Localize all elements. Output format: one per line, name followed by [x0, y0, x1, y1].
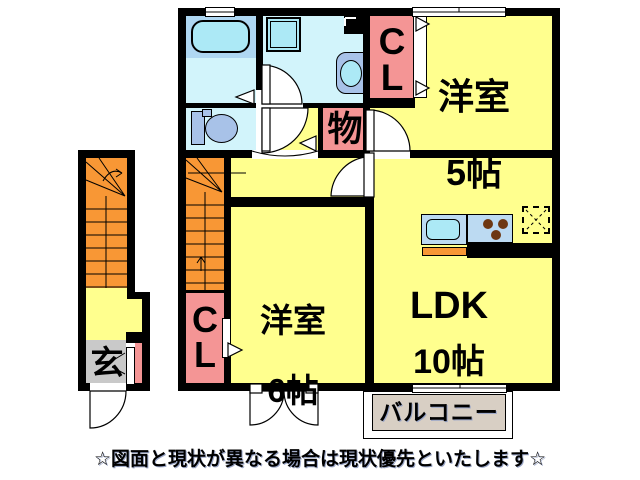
- kitchen-sink: [426, 219, 460, 240]
- label-west6-size: 6帖: [267, 372, 319, 409]
- wall-bath-toilet: [186, 103, 256, 108]
- wall-bath-wash: [256, 16, 263, 90]
- label-west5: 洋室 5帖: [418, 40, 530, 230]
- stove-burner: [498, 219, 508, 229]
- door-opening-west5: [370, 150, 410, 159]
- wall-stairs-closet6: [186, 290, 224, 293]
- label-balcony: バルコニー: [379, 399, 499, 425]
- entrance-opening: [90, 383, 126, 392]
- wall-closet5-bottom: [368, 98, 415, 108]
- annex-wall-notch: [127, 292, 150, 299]
- label-ldk-name: LDK: [409, 285, 489, 327]
- room-western6: [231, 207, 365, 383]
- hall-lower: [231, 157, 365, 197]
- label-west6: 洋室 6帖: [230, 268, 356, 443]
- disclaimer-text: ☆図面と現状が異なる場合は現状優先といたします☆: [93, 449, 547, 470]
- door-opening-hall: [252, 150, 318, 159]
- annex-wall-right-lower: [142, 299, 150, 391]
- annex-wall-left: [78, 150, 86, 391]
- hall-upper: [263, 108, 318, 150]
- refrigerator-space: [522, 206, 550, 234]
- wall-hall-storage: [318, 108, 323, 158]
- genkan-door-leaf: [126, 347, 135, 385]
- washing-machine: [266, 17, 301, 52]
- wall-kitchen-stub: [467, 243, 552, 258]
- label-ldk-size: 10帖: [413, 343, 485, 381]
- annex-wall-corner: [126, 332, 150, 343]
- door-leaf-ldk: [363, 152, 375, 198]
- wall-west6-top: [224, 197, 374, 207]
- wall-wash-hall: [303, 103, 363, 108]
- balcony-inner: [372, 394, 506, 431]
- kitchen-counter-edge: [422, 247, 467, 256]
- closet5-fill: [370, 16, 413, 98]
- stove-burner: [483, 219, 493, 229]
- bathtub: [191, 20, 250, 53]
- toilet-handle: [202, 109, 212, 117]
- label-genkan: 玄: [90, 344, 124, 381]
- label-storage: 物: [327, 110, 363, 149]
- wall-closet6-right-b: [224, 358, 231, 383]
- wall-main-top: [178, 8, 560, 16]
- window-bathroom-top: [205, 7, 235, 17]
- annex-wall-top: [78, 150, 135, 158]
- closet6-fill: [186, 293, 224, 383]
- wall-wash-closet: [363, 16, 370, 158]
- annex-landing: [86, 288, 127, 299]
- label-closet6: CL: [192, 299, 218, 375]
- stove-burner: [491, 230, 501, 240]
- room-ldk: [374, 158, 552, 383]
- closet6-door-strip: [222, 318, 231, 358]
- label-ldk: LDK 10帖: [388, 268, 510, 398]
- toilet-bowl: [205, 114, 238, 143]
- stairs-exterior-fill: [86, 158, 127, 288]
- label-west5-name: 洋室: [437, 76, 510, 117]
- stairs-interior-fill: [186, 158, 224, 290]
- wall-closet6-right-a: [224, 293, 231, 318]
- washing-machine-inner: [270, 21, 297, 48]
- door-arc-entrance: [89, 390, 127, 429]
- label-west5-size: 5帖: [445, 152, 503, 193]
- label-closet5: CL: [378, 21, 406, 98]
- wall-west6-ldk: [365, 197, 374, 383]
- wall-main-right: [552, 8, 560, 391]
- washbasin-bowl: [340, 60, 362, 87]
- toilet-tank: [191, 111, 205, 145]
- wall-main-left: [178, 8, 186, 391]
- wall-main-bottom: [178, 383, 560, 391]
- shoe-cabinet: [135, 343, 143, 385]
- annex-wall-right-upper: [127, 150, 135, 292]
- room-storage: [323, 108, 363, 150]
- label-west6-name: 洋室: [260, 302, 326, 339]
